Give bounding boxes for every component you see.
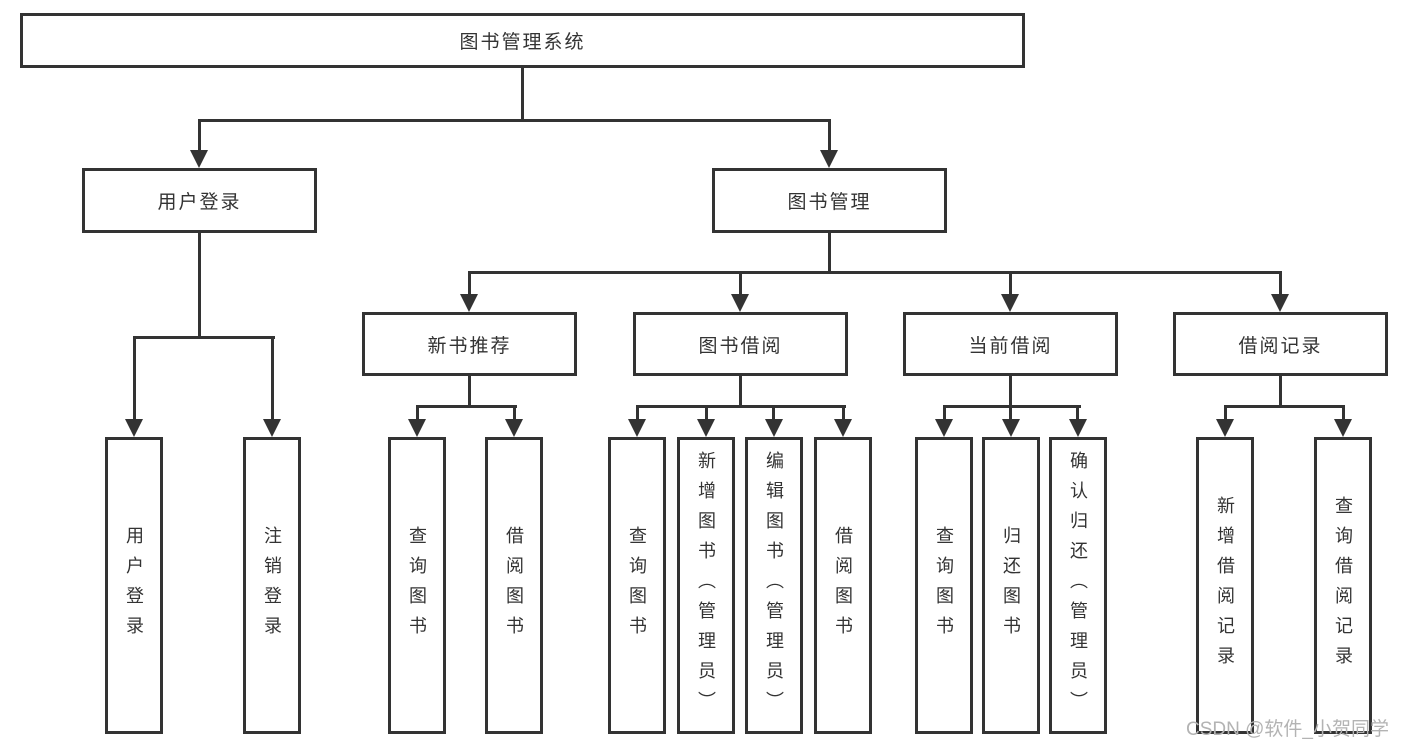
leaf-confirm-return-admin-label: 确认归还（管理员） xyxy=(1068,450,1088,721)
connector-to-new-book-recommend xyxy=(468,271,471,298)
arrowhead-leaf-edit-books xyxy=(765,419,783,437)
connector-book-borrow-bar xyxy=(636,405,846,408)
arrowhead-book-borrow xyxy=(731,294,749,312)
csdn-watermark: CSDN @软件_小贺同学 xyxy=(1186,719,1389,740)
arrowhead-user-login xyxy=(190,150,208,168)
connector-to-leaf-edit-books xyxy=(772,405,775,421)
connector-current-borrow-stem xyxy=(1009,375,1012,407)
connector-to-leaf-query-books-2 xyxy=(636,405,639,421)
node-new-book-recommend: 新书推荐 xyxy=(362,312,577,376)
connector-to-leaf-return-books xyxy=(1009,405,1012,421)
connector-to-book-borrow xyxy=(739,271,742,298)
leaf-query-books-2-label: 查询图书 xyxy=(627,525,647,646)
leaf-logout: 注销登录 xyxy=(243,437,301,734)
connector-book-borrow-stem xyxy=(739,375,742,407)
connector-borrow-records-stem xyxy=(1279,375,1282,407)
leaf-add-borrow-record-label: 新增借阅记录 xyxy=(1215,495,1235,676)
connector-to-leaf-user-login xyxy=(133,336,136,421)
connector-user-login-bar xyxy=(133,336,275,339)
connector-current-borrow-bar xyxy=(943,405,1081,408)
arrowhead-leaf-logout xyxy=(263,419,281,437)
arrowhead-leaf-query-borrow-record xyxy=(1334,419,1352,437)
leaf-user-login-label: 用户登录 xyxy=(124,525,144,646)
connector-root-bar xyxy=(198,119,831,122)
arrowhead-leaf-query-books-1 xyxy=(408,419,426,437)
connector-to-leaf-borrow-books-1 xyxy=(513,405,516,421)
node-borrow-records-label: 借阅记录 xyxy=(1238,335,1323,357)
node-root-label: 图书管理系统 xyxy=(459,32,586,53)
arrowhead-leaf-query-books-3 xyxy=(935,419,953,437)
connector-new-book-recommend-stem xyxy=(468,375,471,407)
node-user-login-label: 用户登录 xyxy=(157,192,242,213)
connector-to-leaf-add-borrow-record xyxy=(1224,405,1227,421)
arrowhead-leaf-borrow-books-1 xyxy=(505,419,523,437)
arrowhead-leaf-return-books xyxy=(1002,419,1020,437)
arrowhead-leaf-borrow-books-2 xyxy=(834,419,852,437)
leaf-user-login: 用户登录 xyxy=(105,437,163,734)
connector-to-leaf-query-books-1 xyxy=(416,405,419,421)
leaf-return-books: 归还图书 xyxy=(982,437,1040,734)
leaf-borrow-books-2-label: 借阅图书 xyxy=(833,525,853,646)
arrowhead-current-borrow xyxy=(1001,294,1019,312)
connector-borrow-records-bar xyxy=(1224,405,1345,408)
connector-root-to-book-management xyxy=(828,119,831,153)
connector-to-leaf-confirm-return xyxy=(1076,405,1079,421)
node-root: 图书管理系统 xyxy=(20,13,1025,68)
connector-new-book-recommend-bar xyxy=(416,405,517,408)
arrowhead-book-management xyxy=(820,150,838,168)
connector-to-leaf-logout xyxy=(271,336,274,421)
arrowhead-leaf-confirm-return xyxy=(1069,419,1087,437)
leaf-edit-books-admin: 编辑图书（管理员） xyxy=(745,437,803,734)
arrowhead-new-book-recommend xyxy=(460,294,478,312)
node-new-book-recommend-label: 新书推荐 xyxy=(427,335,512,357)
arrowhead-leaf-add-books xyxy=(697,419,715,437)
connector-to-leaf-query-books-3 xyxy=(943,405,946,421)
connector-book-management-stem xyxy=(828,232,831,273)
connector-book-management-bar xyxy=(468,271,1282,274)
leaf-borrow-books-2: 借阅图书 xyxy=(814,437,872,734)
connector-root-stem xyxy=(521,66,524,119)
node-current-borrow-label: 当前借阅 xyxy=(968,335,1053,357)
node-borrow-records: 借阅记录 xyxy=(1173,312,1388,376)
node-book-management-label: 图书管理 xyxy=(787,192,872,213)
leaf-edit-books-admin-label: 编辑图书（管理员） xyxy=(764,450,784,721)
leaf-query-borrow-record: 查询借阅记录 xyxy=(1314,437,1372,734)
leaf-logout-label: 注销登录 xyxy=(262,525,282,646)
node-book-borrow-label: 图书借阅 xyxy=(698,335,783,357)
connector-to-current-borrow xyxy=(1009,271,1012,298)
arrowhead-leaf-add-borrow-record xyxy=(1216,419,1234,437)
arrowhead-borrow-records xyxy=(1271,294,1289,312)
leaf-query-borrow-record-label: 查询借阅记录 xyxy=(1333,495,1353,676)
leaf-borrow-books-1-label: 借阅图书 xyxy=(504,525,524,646)
connector-root-to-user-login xyxy=(198,119,201,153)
connector-to-leaf-add-books xyxy=(705,405,708,421)
leaf-borrow-books-1: 借阅图书 xyxy=(485,437,543,734)
node-current-borrow: 当前借阅 xyxy=(903,312,1118,376)
leaf-query-books-2: 查询图书 xyxy=(608,437,666,734)
node-book-management: 图书管理 xyxy=(712,168,947,233)
leaf-return-books-label: 归还图书 xyxy=(1001,525,1021,646)
leaf-confirm-return-admin: 确认归还（管理员） xyxy=(1049,437,1107,734)
leaf-query-books-1-label: 查询图书 xyxy=(407,525,427,646)
arrowhead-leaf-query-books-2 xyxy=(628,419,646,437)
leaf-add-borrow-record: 新增借阅记录 xyxy=(1196,437,1254,734)
leaf-add-books-admin-label: 新增图书（管理员） xyxy=(696,450,716,721)
leaf-query-books-3-label: 查询图书 xyxy=(934,525,954,646)
leaf-query-books-1: 查询图书 xyxy=(388,437,446,734)
node-book-borrow: 图书借阅 xyxy=(633,312,848,376)
leaf-add-books-admin: 新增图书（管理员） xyxy=(677,437,735,734)
connector-to-borrow-records xyxy=(1279,271,1282,298)
leaf-query-books-3: 查询图书 xyxy=(915,437,973,734)
connector-user-login-stem xyxy=(198,232,201,336)
arrowhead-leaf-user-login xyxy=(125,419,143,437)
connector-to-leaf-query-borrow-record xyxy=(1342,405,1345,421)
connector-to-leaf-borrow-books-2 xyxy=(842,405,845,421)
node-user-login: 用户登录 xyxy=(82,168,317,233)
